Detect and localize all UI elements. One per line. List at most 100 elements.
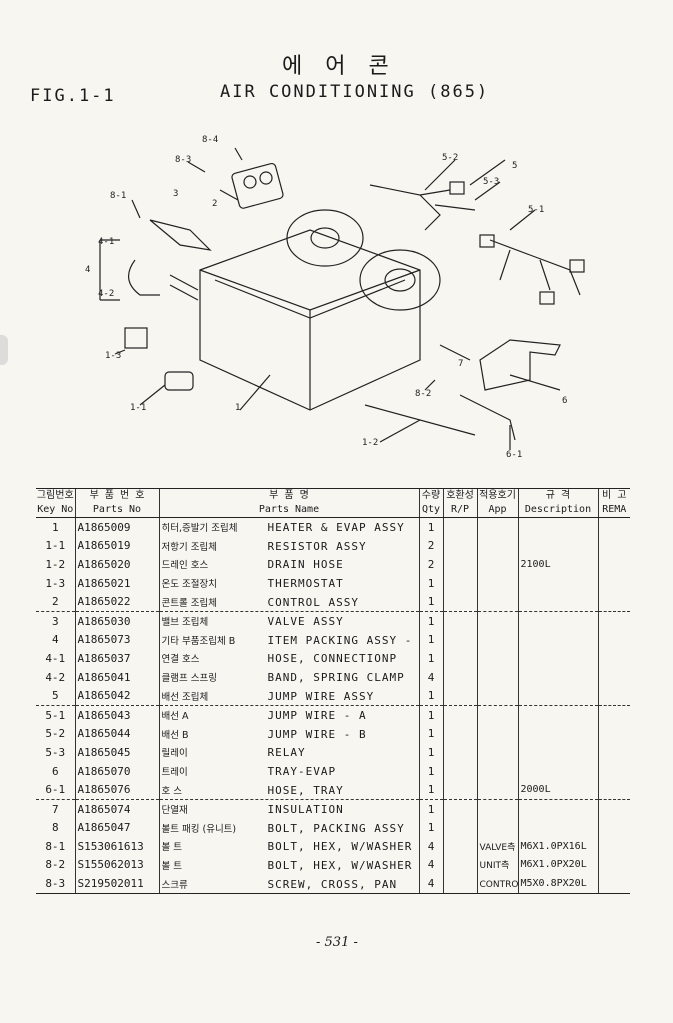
cell-key-no: 6 [51,764,59,778]
part-name-english: JUMP WIRE - B [267,727,367,741]
col-desc-en: Description [517,503,598,518]
cell-part-no: A1865021 [74,573,159,593]
part-name-korean: 배선 조립체 [161,691,209,703]
part-name-korean: 볼 트 [161,842,183,854]
callout: 1-2 [362,438,378,448]
cell-qty: 4 [418,874,443,894]
callout: 3 [173,189,178,199]
part-name-english: BOLT, PACKING ASSY [267,821,405,835]
cell-remark [597,705,630,725]
cell-rp [442,592,477,612]
jump-wire-a [489,239,581,296]
cell-remark [597,743,630,762]
cell-app [476,630,518,650]
cell-app [476,611,518,631]
cell-description [517,686,598,706]
cell-remark [597,573,630,593]
cell-description [517,536,598,556]
part-name-english: THERMOSTAT [267,577,344,591]
cell-qty: 4 [418,837,443,856]
callout: 2 [212,199,217,209]
cell-part-name: 릴레이 RELAY [158,743,419,762]
col-app-ko: 적용호기 [476,488,518,503]
cell-description [517,818,598,838]
part-name-korean: 단열재 [161,805,188,817]
part-name-korean: 스크류 [161,879,188,891]
cell-key-no: 8-2 [45,858,66,872]
cell-description [517,517,598,537]
part-name-english: RELAY [267,746,306,760]
col-partno-en: Parts No [74,503,159,518]
cell-app [476,761,518,781]
cell-key-no: 6-1 [36,780,75,800]
cell-description [517,649,598,668]
cell-key-no: 8 [51,821,59,835]
callout: 6-1 [506,450,522,460]
cell-key-no: 5-2 [45,727,66,741]
cell-rp [442,573,477,593]
cell-rp [442,780,477,800]
scan-smudge [0,335,8,365]
part-name-korean: 온도 조절장치 [161,579,217,591]
blower-fan-right [359,249,441,311]
cell-app [476,724,518,744]
col-qty-en: Qty [418,503,443,518]
cell-description [517,705,598,725]
part-name-english: TRAY-EVAP [267,765,337,779]
cell-remark [597,780,630,800]
cell-part-no: A1865022 [74,592,159,612]
cell-key-no: 8-1 [45,839,66,853]
col-name-en: Parts Name [158,503,419,518]
callout: 5-2 [442,153,458,163]
cell-key-no: 5 [36,686,75,706]
callout: 4 [85,265,90,275]
cell-key-no: 2 [36,592,75,612]
cell-remark [597,761,630,781]
parts-table: 그림번호 부 품 번 호 부 품 명 수량 호환성 적용호기 규 격 비 고 K… [36,488,630,894]
cell-part-no: A1865043 [74,705,159,725]
cell-key-no: 4-2 [45,670,66,684]
cell-qty: 1 [418,761,443,781]
cell-app [476,592,518,612]
cell-qty: 1 [418,573,443,593]
part-name-korean: 연결 호스 [161,654,200,666]
control-assy [231,162,284,209]
col-name-ko: 부 품 명 [158,488,419,503]
cell-rp [442,517,477,537]
part-name-korean: 호 스 [161,785,183,797]
cell-rp [442,837,477,856]
cell-part-no: A1865019 [74,536,159,556]
cell-rp [442,536,477,556]
cell-description: 2000L [517,780,598,800]
part-name-english: DRAIN HOSE [267,558,344,572]
cell-part-no: A1865074 [74,799,159,819]
heater-evap-housing [199,229,421,411]
col-key-en: Key No [36,503,75,518]
col-partno-ko: 부 품 번 호 [74,488,159,503]
cell-rp [442,705,477,725]
thermostat [124,327,148,349]
cell-app: VALVE측 [476,837,518,856]
cell-qty: 1 [418,592,443,612]
title-korean: 에 어 콘 [282,54,397,79]
part-name-korean: 트레이 [161,767,188,779]
cell-remark [597,611,630,631]
cell-part-no: A1865020 [74,555,159,574]
cell-part-no: S219502011 [74,874,159,894]
cell-part-no: A1865076 [74,780,159,800]
part-name-english: RESISTOR ASSY [267,539,367,553]
part-name-korean: 릴레이 [161,748,188,760]
cell-remark [597,855,630,875]
cell-part-no: A1865044 [74,724,159,744]
